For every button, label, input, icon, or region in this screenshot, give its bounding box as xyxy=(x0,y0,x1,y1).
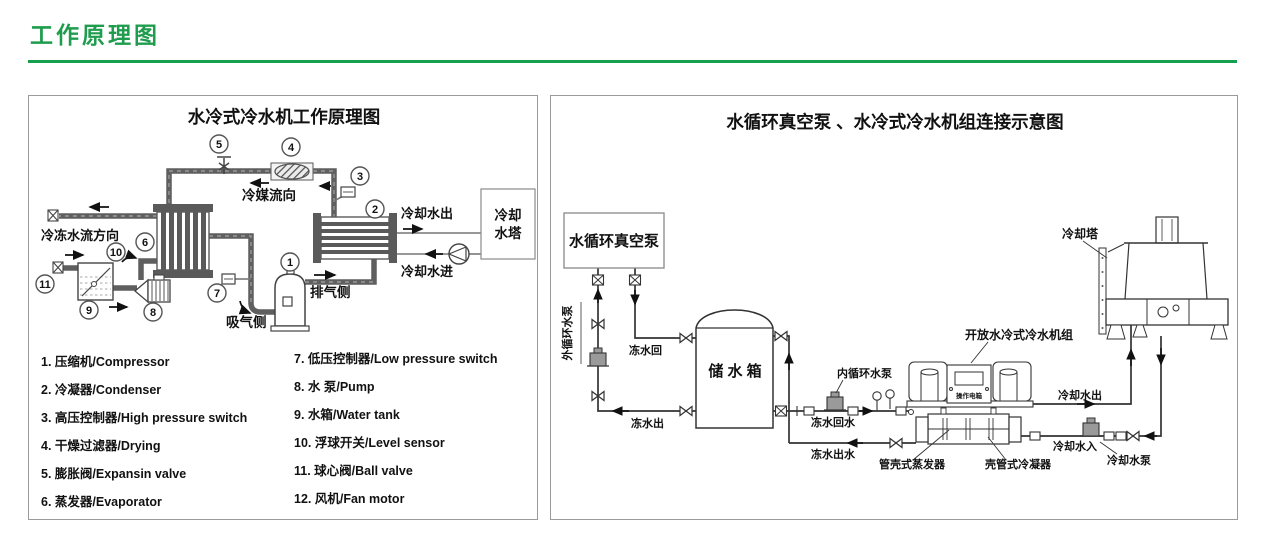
external-circulation-pump-label: 外循环水泵 xyxy=(560,306,574,362)
storage-tank-label: 储 水 箱 xyxy=(708,362,761,380)
vacuum-pump-box-label: 水循环真空泵 xyxy=(569,232,659,250)
shell-tube-vessel-symbol xyxy=(915,407,1022,445)
condenser-symbol xyxy=(313,213,397,263)
section-divider-line xyxy=(28,60,1237,63)
cooling-water-in-label: 冷却水入 xyxy=(1053,439,1097,453)
shell-tube-condenser-label: 壳管式冷凝器 xyxy=(984,457,1052,471)
pump-symbol xyxy=(133,274,171,304)
callout-8: 8 xyxy=(143,302,163,322)
legend-item-11: 11. 球心阀/Ball valve xyxy=(294,464,413,478)
flow-arrows xyxy=(65,177,443,315)
chilled-out-water-label: 冻水出水 xyxy=(811,447,856,461)
cooling-tower-label: 冷却塔 xyxy=(1062,226,1099,241)
pipe-texture xyxy=(59,170,374,303)
chiller-unit-symbol: 操作电箱 xyxy=(906,361,1034,408)
refrigerant-flow-label: 冷媒流向 xyxy=(242,187,296,203)
drying-filter-symbol xyxy=(270,162,314,181)
legend-item-4: 4. 干燥过滤器/Drying xyxy=(41,439,161,453)
chilled-water-return-label: 冻水回 xyxy=(629,343,662,357)
svg-text:9: 9 xyxy=(86,305,92,317)
storage-tank-symbol: 储 水 箱 xyxy=(695,309,774,429)
svg-text:11: 11 xyxy=(39,279,51,291)
cooling-water-in-label: 冷却水进 xyxy=(401,264,453,279)
svg-text:4: 4 xyxy=(288,142,295,154)
svg-text:6: 6 xyxy=(142,237,148,249)
left-diagram-title: 水冷式冷水机工作原理图 xyxy=(188,107,381,127)
legend-item-1: 1. 压缩机/Compressor xyxy=(41,355,170,369)
connection-schematic-diagram: 水循环真空泵 、水冷式冷水机组连接示意图 水循环真空泵 外循环水泵 储 水 箱 xyxy=(560,112,1229,471)
page-title: 工作原理图 xyxy=(30,22,160,48)
legend-item-6: 6. 蒸发器/Evaporator xyxy=(41,495,162,509)
legend-column-1: 1. 压缩机/Compressor 2. 冷凝器/Condenser 3. 高压… xyxy=(41,348,247,516)
schematic-arrows xyxy=(593,288,1166,448)
tower-pump-symbol xyxy=(447,243,470,265)
suction-side-label: 吸气侧 xyxy=(226,314,267,330)
page-header: 工作原理图 xyxy=(30,16,160,50)
cooling-pump-symbol xyxy=(1079,417,1103,437)
cooling-water-pump-label: 冷却水泵 xyxy=(1107,453,1151,467)
shell-tube-evaporator-label: 管壳式蒸发器 xyxy=(879,457,946,471)
callout-3: 3 xyxy=(350,166,370,186)
callout-10: 10 xyxy=(106,242,126,262)
cooling-water-out-label: 冷却水出 xyxy=(1058,388,1102,402)
callout-numbers: 1 2 3 4 5 6 7 8 9 10 11 xyxy=(35,134,385,322)
callout-6: 6 xyxy=(135,232,155,252)
callout-4: 4 xyxy=(281,137,301,157)
external-pump-symbol xyxy=(586,347,610,367)
cooling-tower-label-line2: 水塔 xyxy=(495,225,523,241)
left-diagram-panel: 水冷式冷水机工作原理图 xyxy=(28,95,538,520)
svg-text:7: 7 xyxy=(214,288,220,300)
internal-pump-symbol xyxy=(823,391,847,411)
svg-text:3: 3 xyxy=(357,171,363,183)
legend-item-8: 8. 水 泵/Pump xyxy=(294,380,375,394)
svg-text:8: 8 xyxy=(150,307,156,319)
schematic-pipes xyxy=(597,268,1162,444)
control-box-label: 操作电箱 xyxy=(956,391,983,400)
open-chiller-unit-label: 开放水冷式冷水机组 xyxy=(965,327,1073,342)
ball-valve-symbol xyxy=(47,209,64,274)
evaporator-symbol xyxy=(153,204,213,278)
left-diagram-labels: 冷媒流向 冷却水出 冷却水进 排气侧 吸气侧 冷冻水流方向 xyxy=(41,187,453,330)
legend-item-5: 5. 膨胀阀/Expansin valve xyxy=(41,467,187,481)
low-pressure-switch-symbol xyxy=(221,273,236,285)
svg-text:10: 10 xyxy=(110,247,122,259)
legend-item-12: 12. 风机/Fan motor xyxy=(294,492,405,506)
right-diagram-panel: 水循环真空泵 、水冷式冷水机组连接示意图 水循环真空泵 外循环水泵 储 水 箱 xyxy=(550,95,1238,520)
legend-item-7: 7. 低压控制器/Low pressure switch xyxy=(294,352,498,366)
callout-5: 5 xyxy=(209,134,229,154)
svg-text:2: 2 xyxy=(372,204,378,216)
cooling-tower-label-line1: 冷却 xyxy=(495,207,522,223)
high-pressure-switch-symbol xyxy=(340,186,356,198)
water-tank-symbol xyxy=(77,262,114,301)
chilled-water-out-label: 冻水出 xyxy=(631,416,664,430)
fittings-and-valves xyxy=(586,274,1140,449)
expansion-valve-symbol xyxy=(217,156,231,174)
cooling-tower-box: 冷却 水塔 xyxy=(480,188,536,260)
legend-item-9: 9. 水箱/Water tank xyxy=(294,408,400,422)
svg-text:5: 5 xyxy=(216,139,222,151)
cooling-tower-symbol xyxy=(1098,216,1229,340)
chiller-principle-diagram: 水冷式冷水机工作原理图 xyxy=(35,107,536,332)
callout-7: 7 xyxy=(207,283,227,303)
legend-item-10: 10. 浮球开关/Level sensor xyxy=(294,436,445,450)
legend-item-2: 2. 冷凝器/Condenser xyxy=(41,383,162,397)
leader-lines xyxy=(835,240,1118,461)
cooling-water-out-label: 冷却水出 xyxy=(401,206,453,221)
callout-9: 9 xyxy=(79,300,99,320)
compressor-symbol xyxy=(270,265,310,332)
chilled-water-flow-label: 冷冻水流方向 xyxy=(41,228,119,243)
right-diagram-title: 水循环真空泵 、水冷式冷水机组连接示意图 xyxy=(726,112,1063,132)
svg-text:1: 1 xyxy=(287,257,293,269)
discharge-side-label: 排气侧 xyxy=(310,284,351,300)
chilled-return-water-label: 冻水回水 xyxy=(811,415,856,429)
internal-circulation-pump-label: 内循环水泵 xyxy=(837,366,892,380)
vacuum-pump-box: 水循环真空泵 xyxy=(563,212,665,269)
callout-2: 2 xyxy=(365,199,385,219)
callout-1: 1 xyxy=(280,252,300,272)
right-diagram-labels: 冻水回 冻水出 内循环水泵 冻水回水 冻水出水 管壳式蒸发器 壳管式冷凝器 开放… xyxy=(629,226,1151,471)
legend-column-2: 7. 低压控制器/Low pressure switch 8. 水 泵/Pump… xyxy=(294,345,498,513)
callout-11: 11 xyxy=(35,274,55,294)
legend-item-3: 3. 高压控制器/High pressure switch xyxy=(41,411,248,425)
